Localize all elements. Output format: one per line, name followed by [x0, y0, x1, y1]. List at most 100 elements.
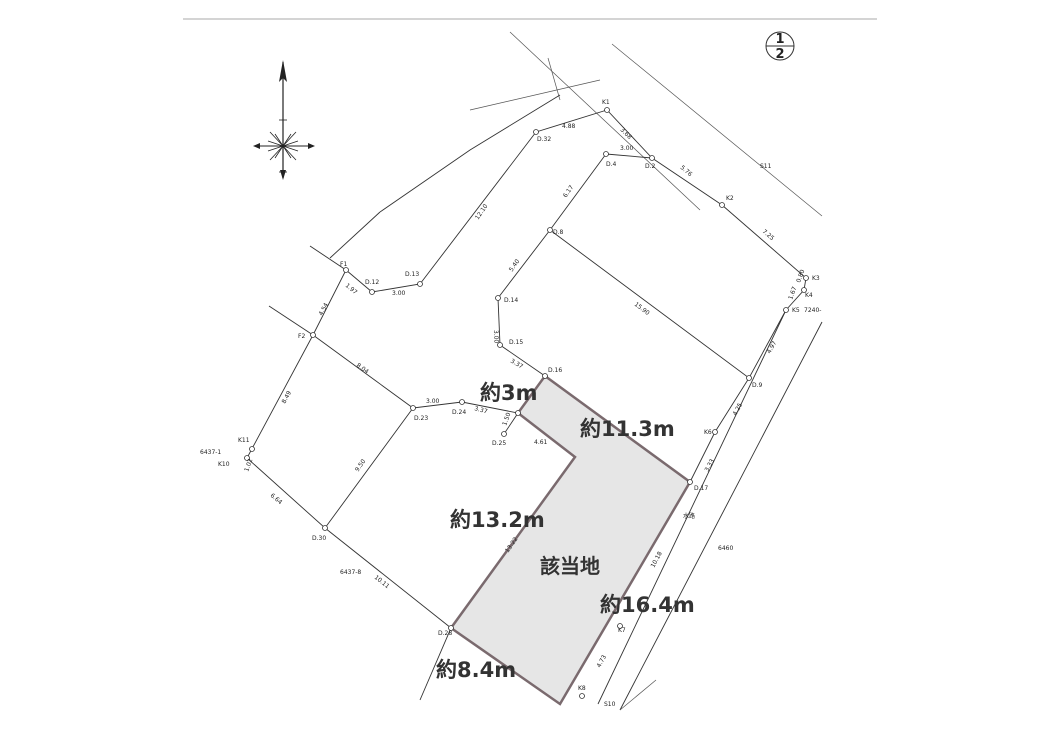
dim-label: 3.00: [426, 398, 440, 405]
point-f2: [310, 332, 316, 338]
point-d8: [547, 227, 553, 233]
point-k7: [617, 623, 623, 629]
point-k10: [244, 455, 250, 461]
dim-label: 5.76: [679, 164, 694, 178]
label-d24: D.24: [452, 409, 466, 416]
dim-label: 0.80: [795, 269, 806, 284]
dim-label: 4.97: [766, 340, 779, 355]
label-k8: K8: [578, 685, 586, 692]
dim-label: 1.50: [501, 412, 512, 427]
point-d32: [533, 129, 539, 135]
point-d16: [542, 373, 548, 379]
dim-label: 1.02: [243, 458, 254, 473]
point-d4: [603, 151, 609, 157]
dim-label: 6.17: [562, 184, 576, 199]
point-f1: [343, 267, 349, 273]
label-k7: K7: [618, 627, 626, 634]
point-k1: [604, 107, 610, 113]
point-k8: [579, 693, 585, 699]
point-d13: [417, 281, 423, 287]
label-d2: D.2: [645, 163, 656, 170]
label-d23: D.23: [414, 415, 428, 422]
point-d17: [687, 479, 693, 485]
north-arrow-compass-icon: [253, 60, 315, 180]
point-d23: [410, 405, 416, 411]
dim-label: 4.54: [318, 302, 331, 317]
label-s11: S11: [760, 163, 772, 170]
label-d32: D.32: [537, 136, 551, 143]
dim-label: 8.04: [355, 362, 370, 376]
label-d15: D.15: [509, 339, 523, 346]
label-7240: 7240-: [804, 307, 821, 314]
point-k5: [783, 307, 789, 313]
label-s10: S10: [604, 701, 616, 708]
annotation-13-2m: 約13.2m: [450, 508, 545, 532]
sheet-number-badge: 1 2: [765, 31, 795, 62]
label-d12: D.12: [365, 279, 379, 286]
point-d9: [746, 375, 752, 381]
dim-label: 4.61: [534, 439, 548, 446]
dim-label: 12.10: [474, 203, 490, 221]
label-k6: K6: [704, 429, 712, 436]
annotation-16-4m: 約16.4m: [600, 593, 695, 617]
label-k10: K10: [218, 461, 230, 468]
label-f1: F1: [340, 261, 347, 268]
point-d25: [501, 431, 507, 437]
label-f2: F2: [298, 333, 305, 340]
waterway-lines: [597, 309, 823, 711]
label-d30: D.30: [312, 535, 326, 542]
dim-label: 6.64: [269, 492, 284, 506]
label-k1: K1: [602, 99, 610, 106]
point-k6: [712, 429, 718, 435]
annotation-3m: 約3m: [480, 381, 538, 405]
label-k11: K11: [238, 437, 250, 444]
point-d12: [369, 289, 375, 295]
sheet-number-top: 1: [775, 32, 784, 47]
point-labels: K1 D.32 D.2 D.4 K2 D.8 K3 K4 K5 7240- D.…: [200, 99, 821, 708]
point-d24: [459, 399, 465, 405]
point-k3: [803, 275, 809, 281]
label-6437-8: 6437-8: [340, 569, 361, 576]
dim-label: 10.18: [650, 550, 664, 569]
point-k4: [801, 287, 807, 293]
label-k2: K2: [726, 195, 734, 202]
survey-points: [244, 107, 809, 699]
label-k5: K5: [792, 307, 800, 314]
point-d28: [448, 625, 454, 631]
point-corner: [515, 410, 521, 416]
dim-label: 1.97: [344, 282, 359, 296]
point-k2: [719, 202, 725, 208]
dim-label: 10.11: [373, 574, 391, 590]
dim-label: 3.00: [620, 145, 634, 152]
point-k11: [249, 446, 255, 452]
dim-label: 4.88: [562, 123, 576, 130]
subject-land-label: 該当地: [540, 554, 600, 578]
dim-label: 1.67: [787, 286, 798, 301]
label-6437-1: 6437-1: [200, 449, 221, 456]
dim-label: 3.37: [473, 405, 488, 415]
label-d4: D.4: [606, 161, 617, 168]
dim-label: 4.25: [732, 402, 745, 417]
label-d28: D.28: [438, 630, 452, 637]
point-d15: [497, 342, 503, 348]
label-k4: K4: [805, 292, 813, 299]
annotation-8-4m: 約8.4m: [436, 658, 516, 682]
dim-label: 3.68: [619, 126, 634, 141]
label-d25: D.25: [492, 440, 506, 447]
annotation-11-3m: 約11.3m: [580, 417, 675, 441]
dim-label: 5.40: [508, 258, 522, 273]
point-d2: [649, 155, 655, 161]
label-k3: K3: [812, 275, 820, 282]
sheet-number-bottom: 2: [775, 47, 784, 62]
dim-label: 3.00: [492, 330, 499, 344]
dim-label: 4.73: [596, 654, 609, 669]
point-d30: [322, 525, 328, 531]
label-d8: D.8: [553, 229, 564, 236]
area-annotations: 約3m 約11.3m 約13.2m 該当地 約16.4m 約8.4m: [436, 381, 695, 682]
label-d9: D.9: [752, 382, 763, 389]
road-lines: [469, 31, 823, 217]
point-d14: [495, 295, 501, 301]
label-d16: D.16: [548, 367, 562, 374]
